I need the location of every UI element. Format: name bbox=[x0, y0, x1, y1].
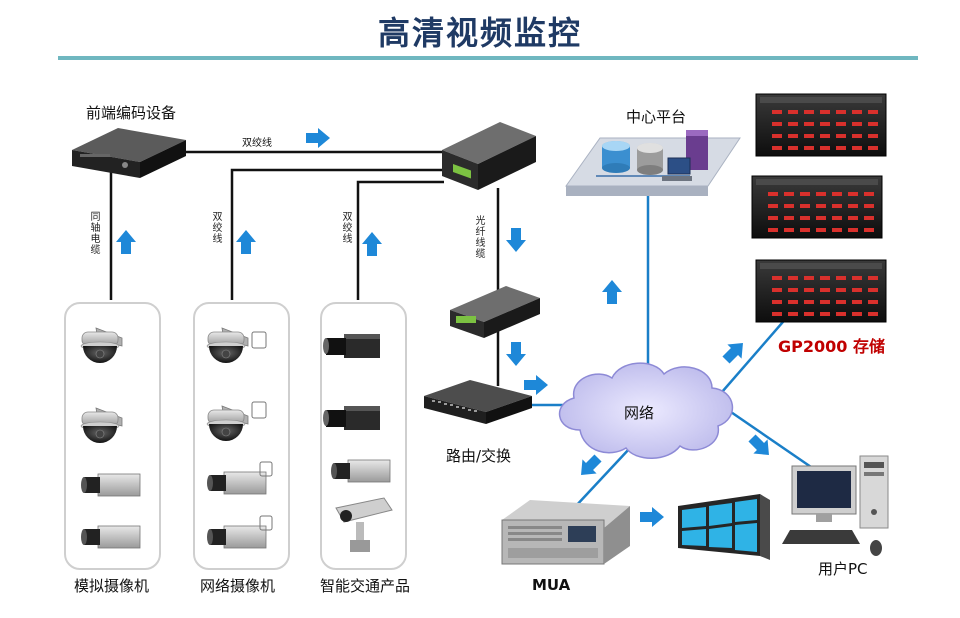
ip-box-camera-icon bbox=[206, 471, 267, 495]
traffic-box-camera-icon bbox=[330, 459, 391, 483]
center-platform bbox=[565, 130, 741, 196]
page-title: 高清视频监控 bbox=[377, 14, 582, 52]
box-camera-icon bbox=[80, 473, 141, 497]
storage-label: GP2000 存储 bbox=[778, 337, 885, 356]
network-cloud bbox=[558, 362, 734, 459]
media-converter-middle bbox=[450, 286, 540, 338]
media-converter-top bbox=[442, 122, 536, 190]
twisted-pair-label: 双绞线 bbox=[242, 138, 272, 149]
router-switch bbox=[424, 380, 532, 424]
flow-arrow bbox=[306, 128, 330, 148]
ip-camera-label: 网络摄像机 bbox=[200, 577, 276, 595]
storage-rack-3 bbox=[755, 259, 887, 323]
mua-device bbox=[501, 500, 630, 565]
title-divider bbox=[58, 56, 918, 60]
router-label: 路由/交换 bbox=[446, 447, 512, 465]
traffic-camera-icon bbox=[323, 406, 380, 430]
encoder-label: 前端编码设备 bbox=[86, 104, 177, 122]
fiber-label: 光纤线缆 bbox=[475, 216, 486, 260]
ip-box-camera-icon bbox=[206, 525, 267, 549]
traffic-camera-icon bbox=[323, 334, 380, 358]
network-label: 网络 bbox=[624, 404, 655, 422]
mua-label: MUA bbox=[532, 576, 571, 594]
traffic-housing-camera-icon bbox=[335, 497, 393, 552]
storage-rack-2 bbox=[751, 175, 883, 239]
storage-rack-1 bbox=[755, 93, 887, 157]
ptz-camera-icon bbox=[80, 407, 123, 444]
analog-camera-label: 模拟摄像机 bbox=[74, 577, 150, 595]
video-wall bbox=[678, 494, 770, 560]
encoder-device bbox=[72, 128, 186, 178]
coax-label: 同轴电缆 bbox=[90, 212, 101, 256]
twisted-pair-label-1: 双绞线 bbox=[212, 212, 223, 245]
box-camera-icon bbox=[80, 525, 141, 549]
twisted-pair-label-2: 双绞线 bbox=[342, 212, 353, 245]
ptz-camera-icon bbox=[80, 327, 123, 364]
ip-ptz-camera-icon bbox=[206, 405, 249, 442]
center-platform-label: 中心平台 bbox=[626, 108, 687, 126]
ip-ptz-camera-icon bbox=[206, 327, 249, 364]
user-pc bbox=[782, 455, 889, 556]
traffic-product-label: 智能交通产品 bbox=[320, 577, 411, 595]
user-pc-label: 用户PC bbox=[818, 560, 868, 578]
